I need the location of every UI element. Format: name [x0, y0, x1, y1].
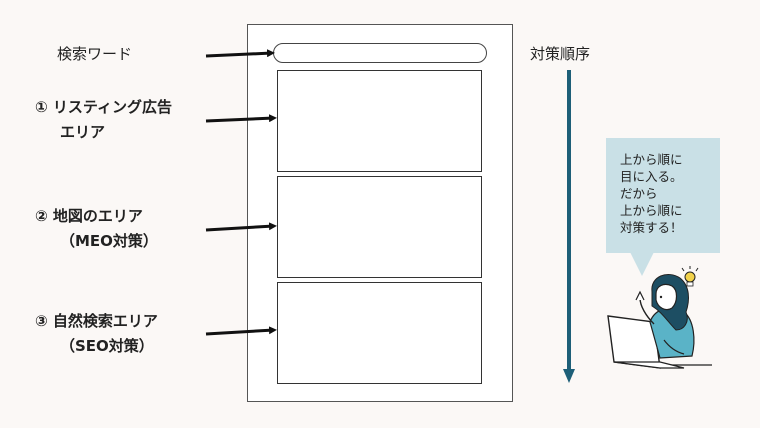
map-area-label-line1: ② 地図のエリア: [35, 207, 143, 225]
speech-bubble: 上から順に 目に入る。 だから 上から順に 対策する！: [606, 138, 720, 253]
search-arrow: [205, 49, 275, 58]
listing-ad-label-line2: エリア: [60, 123, 106, 141]
organic-area-label-line2: （SEO対策）: [60, 337, 154, 355]
speech-bubble-tail: [630, 252, 654, 276]
organic-search-area-box: [277, 282, 482, 384]
map-arrow: [205, 222, 277, 232]
organic-arrow: [205, 326, 277, 336]
bubble-line-3: だから: [620, 186, 658, 201]
map-area-label-line2: （MEO対策）: [60, 232, 158, 250]
lightbulb-icon: [681, 266, 699, 287]
bubble-line-2: 目に入る。: [620, 169, 683, 184]
bubble-line-4: 上から順に: [620, 203, 683, 218]
listing-arrow: [205, 114, 277, 123]
listing-ad-area-box: [277, 70, 482, 172]
organic-area-label-line1: ③ 自然検索エリア: [35, 312, 158, 330]
bubble-line-5: 対策する！: [620, 220, 683, 235]
listing-ad-label-line1: ① リスティング広告: [35, 98, 173, 116]
search-word-label: 検索ワード: [57, 45, 133, 63]
bubble-line-1: 上から順に: [620, 152, 683, 167]
map-area-box: [277, 176, 482, 278]
order-label: 対策順序: [530, 45, 591, 63]
